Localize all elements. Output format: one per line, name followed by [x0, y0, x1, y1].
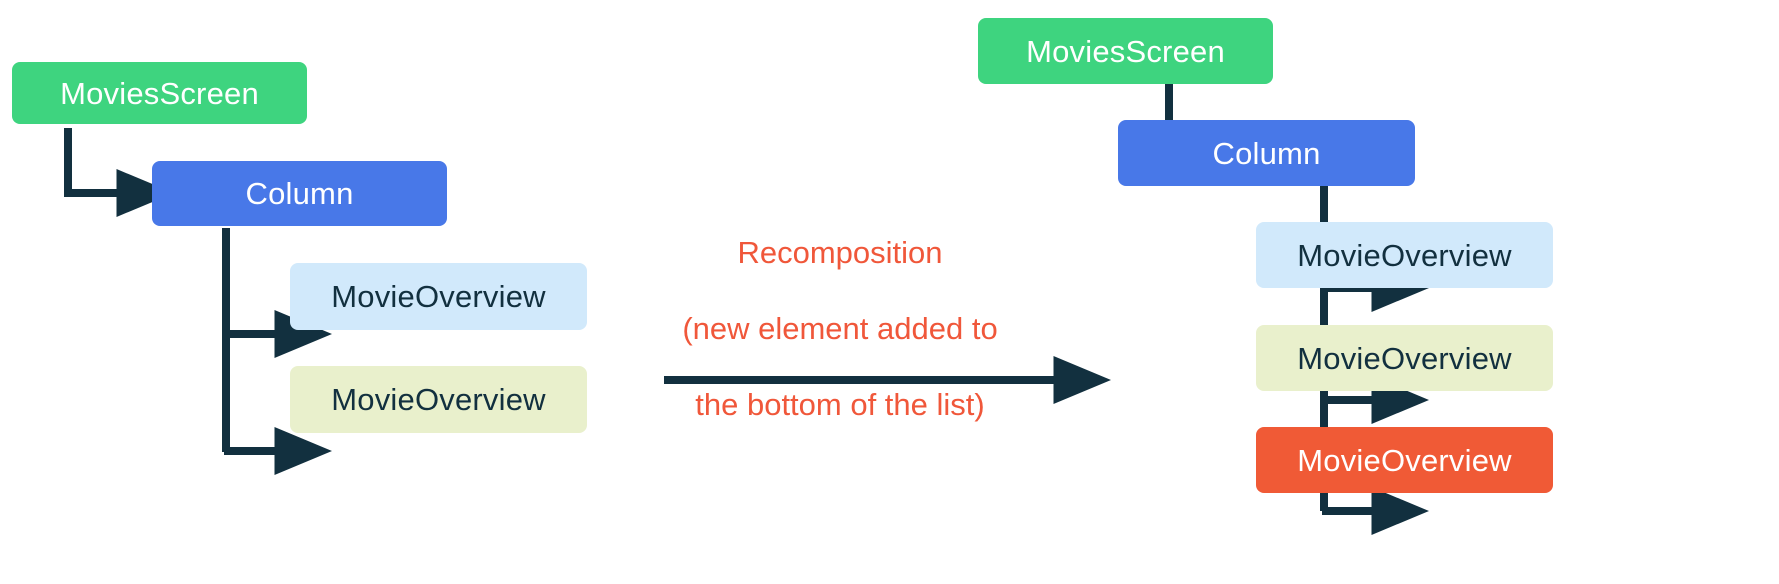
recomposition-caption: Recomposition (new element added to the … — [620, 196, 1060, 462]
after-node-movie-overview-2[interactable]: MovieOverview — [1256, 325, 1553, 391]
before-node-movie-overview-2[interactable]: MovieOverview — [290, 366, 587, 433]
after-node-movies-screen[interactable]: MoviesScreen — [978, 18, 1273, 84]
after-node-column[interactable]: Column — [1118, 120, 1415, 186]
recomposition-caption-line-2: (new element added to — [682, 311, 998, 346]
after-node-movie-overview-3-new[interactable]: MovieOverview — [1256, 427, 1553, 493]
recomposition-caption-line-1: Recomposition — [737, 235, 943, 270]
after-node-movie-overview-1[interactable]: MovieOverview — [1256, 222, 1553, 288]
recomposition-caption-line-3: the bottom of the list) — [695, 387, 985, 422]
before-node-movie-overview-1[interactable]: MovieOverview — [290, 263, 587, 330]
connector-left-screen-to-column — [64, 128, 174, 217]
before-node-movies-screen[interactable]: MoviesScreen — [12, 62, 307, 124]
before-node-column[interactable]: Column — [152, 161, 447, 226]
